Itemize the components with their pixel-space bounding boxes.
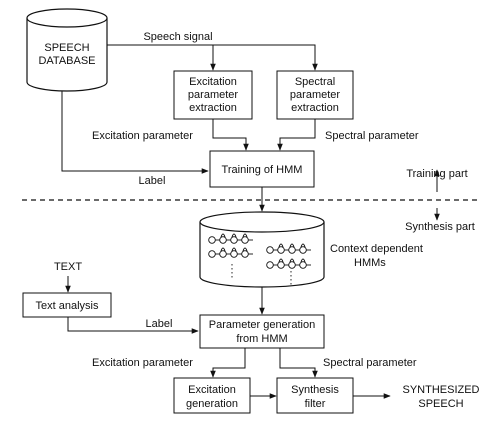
parameter-generation-line2: from HMM — [236, 333, 287, 345]
parameter-generation-box: Parameter generation from HMM — [199, 314, 325, 349]
label-text-bottom: Label — [146, 318, 173, 330]
context-hmms-label-line1: Context dependent — [330, 243, 423, 255]
context-hmms-database: Context dependent HMMs — [199, 211, 423, 288]
synthesis-filter-line1: Synthesis — [291, 384, 339, 396]
excitation-parameter-label-top: Excitation parameter — [92, 130, 193, 142]
spectral-extraction-line1: Spectral — [295, 76, 335, 88]
speech-database-label-line2: DATABASE — [38, 55, 95, 67]
label-connector-top: Label — [61, 91, 209, 187]
training-part-label: Training part — [406, 168, 467, 180]
label-connector-bottom: Label — [67, 317, 199, 334]
excitation-parameter-label-bottom: Excitation parameter — [92, 357, 193, 369]
extraction-to-training-connectors: Excitation parameter Spectral parameter — [92, 119, 419, 151]
generation-to-synthesis-connectors: Excitation parameter Spectral parameter — [92, 348, 417, 378]
text-analysis-box: Text analysis — [22, 292, 112, 318]
parameter-generation-line1: Parameter generation — [209, 319, 315, 331]
synthesis-part-label: Synthesis part — [405, 221, 475, 233]
excitation-generation-box: Excitation generation — [173, 377, 251, 414]
excitation-extraction-line3: extraction — [189, 102, 237, 114]
spectral-extraction-box: Spectral parameter extraction — [276, 70, 354, 120]
speech-signal-label: Speech signal — [143, 31, 212, 43]
hmm-chain — [208, 247, 253, 258]
hmm-chain — [266, 258, 311, 269]
part-indicator: Training part Synthesis part — [405, 168, 475, 233]
excitation-extraction-line2: parameter — [188, 89, 238, 101]
training-box: Training of HMM — [209, 150, 315, 188]
spectral-extraction-line3: extraction — [291, 102, 339, 114]
excitation-extraction-box: Excitation parameter extraction — [173, 70, 253, 120]
spectral-parameter-label-bottom: Spectral parameter — [323, 357, 417, 369]
label-text-top: Label — [139, 175, 166, 187]
excitation-generation-line2: generation — [186, 398, 238, 410]
hmm-chain — [266, 243, 311, 254]
synthesis-filter-box: Synthesis filter — [276, 377, 354, 414]
spectral-parameter-label-top: Spectral parameter — [325, 130, 419, 142]
training-box-label: Training of HMM — [222, 164, 303, 176]
speech-database: SPEECH DATABASE — [26, 8, 108, 92]
hmm-state-chains — [208, 233, 311, 286]
text-analysis-label: Text analysis — [36, 300, 99, 312]
synthesis-filter-line2: filter — [305, 398, 326, 410]
speech-signal-connector: Speech signal — [107, 31, 318, 71]
spectral-extraction-line2: parameter — [290, 89, 340, 101]
context-hmms-label-line2: HMMs — [354, 257, 386, 269]
excitation-generation-line1: Excitation — [188, 384, 236, 396]
excitation-extraction-line1: Excitation — [189, 76, 237, 88]
synthesized-speech-line1: SYNTHESIZED — [402, 384, 479, 396]
hmm-chain — [208, 233, 253, 244]
speech-database-label-line1: SPEECH — [44, 42, 89, 54]
text-input-label: TEXT — [54, 261, 82, 273]
synthesized-speech-line2: SPEECH — [418, 398, 463, 410]
